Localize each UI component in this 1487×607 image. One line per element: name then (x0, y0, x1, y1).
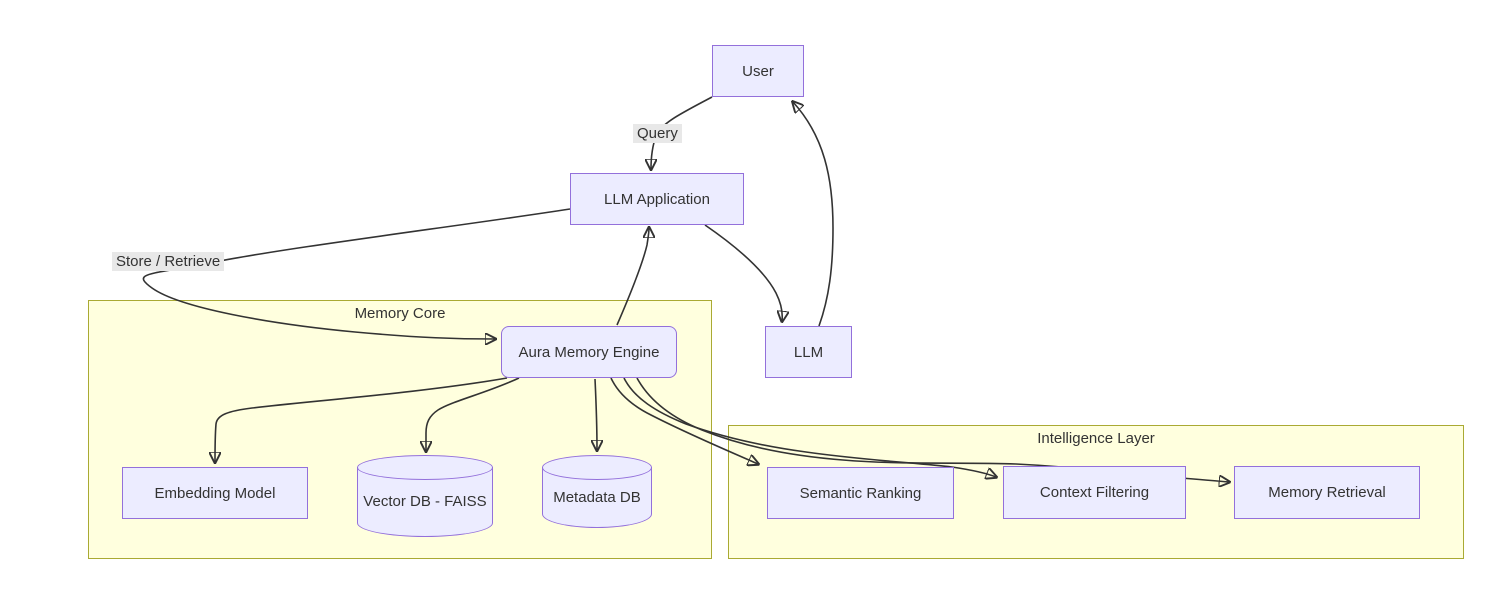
edge-aura-to-embedding-model (215, 377, 508, 462)
node-vector-db: Vector DB - FAISS (357, 455, 493, 537)
node-user: User (712, 45, 804, 97)
node-metadata-db-label: Metadata DB (553, 488, 641, 506)
node-memory-retrieval-label: Memory Retrieval (1268, 484, 1386, 501)
node-semantic-ranking: Semantic Ranking (767, 467, 954, 519)
node-llm-application-label: LLM Application (604, 190, 710, 208)
node-embedding-model: Embedding Model (122, 467, 308, 519)
node-context-filtering-label: Context Filtering (1039, 484, 1150, 501)
vector-db-cylinder-top (357, 455, 493, 480)
node-vector-db-label: Vector DB - FAISS (363, 493, 487, 510)
node-metadata-db: Metadata DB (542, 455, 652, 528)
node-aura-memory-engine: Aura Memory Engine (501, 326, 677, 378)
edge-llm-application-to-aura (142, 208, 571, 339)
node-user-label: User (742, 62, 774, 80)
edge-llm-to-user (793, 102, 834, 327)
edge-aura-to-metadata-db (595, 378, 597, 450)
edge-aura-to-llm-application (616, 228, 649, 326)
edge-llm-application-to-llm (704, 224, 782, 321)
node-aura-memory-engine-label: Aura Memory Engine (518, 343, 660, 361)
node-memory-retrieval: Memory Retrieval (1234, 466, 1420, 519)
node-semantic-ranking-label: Semantic Ranking (799, 484, 922, 502)
metadata-db-cylinder-body: Metadata DB (542, 467, 652, 528)
edge-label-store-retrieve: Store / Retrieve (112, 252, 225, 271)
node-context-filtering: Context Filtering (1003, 466, 1186, 519)
node-llm-application: LLM Application (570, 173, 744, 225)
edge-label-query: Query (633, 124, 682, 143)
edge-aura-to-context-filtering (623, 377, 996, 477)
edge-aura-to-semantic-ranking (610, 377, 758, 464)
metadata-db-cylinder-top (542, 455, 652, 480)
cluster-intelligence-layer-label: Intelligence Layer (1037, 430, 1155, 447)
node-embedding-model-label: Embedding Model (154, 484, 276, 502)
edge-aura-to-vector-db (426, 377, 520, 451)
node-llm-label: LLM (793, 343, 824, 361)
cluster-memory-core-label: Memory Core (354, 305, 446, 322)
node-llm: LLM (765, 326, 852, 378)
